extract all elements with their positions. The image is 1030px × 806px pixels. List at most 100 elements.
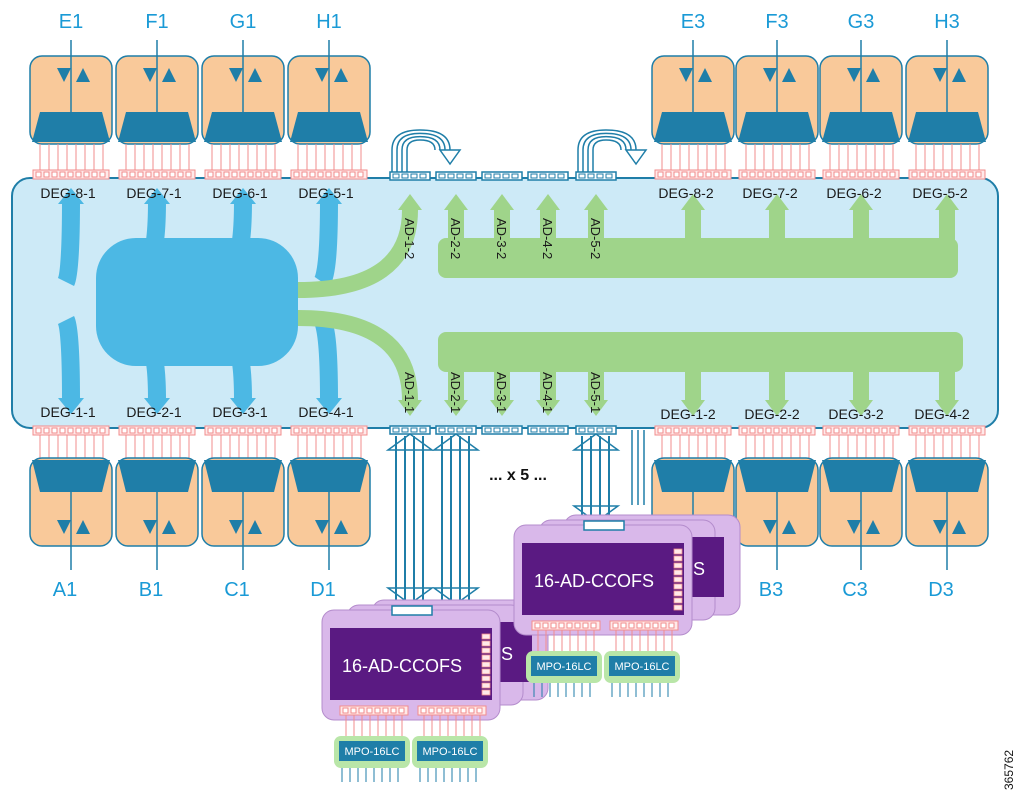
node-H1-arrow-up [334, 68, 348, 82]
node-D1-connector-pin [317, 427, 324, 434]
mpo-label: MPO-16LC [344, 746, 399, 758]
node-H3-connector-pin [919, 171, 926, 178]
node-F3-connector-pin [781, 171, 788, 178]
node-B1-connector-pin [161, 427, 168, 434]
node-B3-connector-pin [757, 427, 764, 434]
node-F3-connector-pin [765, 171, 772, 178]
green-deg-up-0 [685, 205, 701, 241]
node-E3-connector-pin [697, 171, 704, 178]
node-E3-connector [654, 169, 732, 180]
node-E3-arrow-up [698, 68, 712, 82]
card-bottom-connector-pin [452, 707, 459, 714]
node-B3-connector [738, 425, 816, 436]
card-pin [673, 583, 683, 590]
node-D1-connector-pin [357, 427, 364, 434]
node-C3-connector-pin [865, 427, 872, 434]
node-D3-connector-pin [927, 427, 934, 434]
green-deg-down-1 [769, 370, 785, 402]
node-G3-connector-pin [825, 171, 832, 178]
node-E1-connector-pin [83, 171, 90, 178]
node-G3-connector-pin [881, 171, 888, 178]
card-bottom-connector-pin [460, 707, 467, 714]
hub-flow-top-1 [142, 199, 166, 264]
card-bottom-connector-pin [534, 622, 541, 629]
green-ad-arrow-up-4 [584, 194, 608, 210]
card-bottom-connector-pin [390, 707, 397, 714]
node-B3-connector-pin [773, 427, 780, 434]
ad-top-connector-pin [557, 173, 565, 179]
node-C1-connector-pin [255, 427, 262, 434]
hub-arrow-bot-2 [230, 398, 256, 414]
node-C3-connector-pin [873, 427, 880, 434]
node-H1-mux [290, 112, 368, 142]
node-G1-connector-pin [247, 171, 254, 178]
node-F1-connector-pin [137, 171, 144, 178]
node-H3-connector [908, 169, 986, 180]
ad-top-connector-body [389, 171, 431, 181]
node-C1-connector-pin [239, 427, 246, 434]
node-E1-connector [32, 169, 110, 180]
green-bar-bottom [438, 332, 963, 372]
loopback-hook-2-strand [582, 132, 632, 172]
loopback-hook-2-arrow [624, 149, 648, 166]
node-hidden-node-connector-pin [673, 427, 680, 434]
node-G1-connector-pin [263, 171, 270, 178]
card-bottom-connector-pin [398, 707, 405, 714]
node-F3-connector-pin [741, 171, 748, 178]
ad-bottom-connector-pin [502, 427, 510, 433]
node-D3-arrow-up [952, 520, 966, 534]
ad-top-connector-pin [392, 173, 400, 179]
loopback-hook-1-strand [391, 129, 451, 172]
card-bottom-connector-pin [636, 622, 643, 629]
node-E1-connector-pin [51, 171, 58, 178]
hub-arrow-top-3 [316, 188, 342, 204]
card-bottom-connector-pin [628, 622, 635, 629]
node-hidden-node-connector-pin [697, 427, 704, 434]
green-deg-arrow-up-2 [849, 194, 873, 210]
mpo-body [609, 656, 675, 676]
card-bottom-connector-pin [420, 707, 427, 714]
node-A1-connector-pin [43, 427, 50, 434]
port-label-DEG-1-2: DEG-1-2 [660, 406, 715, 422]
card-pin [481, 640, 491, 647]
port-label-DEG-2-2: DEG-2-2 [744, 406, 799, 422]
ad-bottom-connector-pin [539, 427, 547, 433]
node-G1 [201, 40, 285, 180]
node-F1-connector-pin [153, 171, 160, 178]
node-F3-mux [738, 112, 816, 142]
port-label-DEG-4-2: DEG-4-2 [914, 406, 969, 422]
ad-top-label-3: AD-3-2 [494, 218, 509, 259]
node-D1-arrow-up [334, 520, 348, 534]
mpo-body [417, 741, 483, 761]
card-bottom-connector-pin [620, 622, 627, 629]
node-B3-connector-pin [749, 427, 756, 434]
node-D3-connector-pin [911, 427, 918, 434]
node-H3-connector-pin [927, 171, 934, 178]
node-F1-arrow-down [143, 68, 157, 82]
node-C3 [819, 425, 903, 570]
card-pin [673, 569, 683, 576]
node-G3-connector-pin [865, 171, 872, 178]
green-ad-arrow-down-2 [490, 400, 514, 416]
node-G3-arrow-down [847, 68, 861, 82]
fiber-bundle-ad1-arrow-down [385, 587, 435, 605]
green-deg-arrow-up-0 [681, 194, 705, 210]
node-hidden-node-connector-pin [721, 427, 728, 434]
loopback-hook-2-strand [587, 135, 627, 172]
node-G3-connector [822, 169, 900, 180]
node-C3-connector-pin [889, 427, 896, 434]
green-deg-down-3 [939, 370, 955, 402]
card-bottom-connector-pin [660, 622, 667, 629]
node-D1-connector-pin [341, 427, 348, 434]
node-F3-connector-pin [797, 171, 804, 178]
node-F1-connector-pin [161, 171, 168, 178]
ad-top-connector-pin [587, 173, 595, 179]
card-pin [673, 555, 683, 562]
node-F1-mux [118, 112, 196, 142]
green-ad-arrow-down-4 [584, 400, 608, 416]
node-B1-connector-pin [137, 427, 144, 434]
node-label-D3: D3 [928, 579, 954, 601]
node-label-E1: E1 [59, 11, 83, 33]
ad-top-connector-pin [465, 173, 473, 179]
card-bottom-connector-pin [468, 707, 475, 714]
